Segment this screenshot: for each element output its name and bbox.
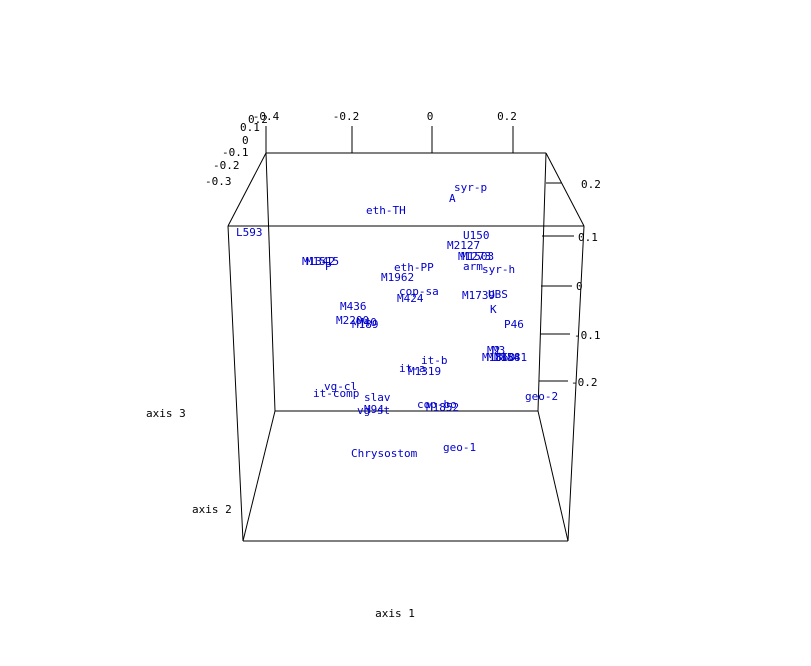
box-front-left xyxy=(227,225,244,542)
axis-3-label: axis 3 xyxy=(146,407,186,420)
point-label: M1962 xyxy=(381,271,414,284)
axis-1-label: axis 1 xyxy=(375,607,415,620)
point-label: M1319 xyxy=(408,365,441,378)
right-tick-labels: 0.2 0.1 0 -0.1 -0.2 xyxy=(571,178,601,389)
point-labels: syr-p A eth-TH L593 U150 M2127 M1273 M15… xyxy=(236,181,558,460)
box-top-left-edge xyxy=(227,152,267,227)
point-label: M3 xyxy=(492,344,505,357)
point-label: M40 xyxy=(357,316,377,329)
depth-tick-label: 0.2 xyxy=(248,113,268,126)
point-label: M1854 xyxy=(487,351,520,364)
point-label: M436 xyxy=(340,300,367,313)
point-label: cop-bo xyxy=(417,398,457,411)
point-label: geo-2 xyxy=(525,390,558,403)
top-tick-label: -0.4 xyxy=(253,110,280,123)
point-label: M1881 xyxy=(494,351,527,364)
point-label: M1503 xyxy=(461,250,494,263)
point-label: it-b xyxy=(421,354,448,367)
top-tick-label: -0.2 xyxy=(333,110,360,123)
depth-tick-label: -0.3 xyxy=(205,175,232,188)
point-label: M1739 xyxy=(462,289,495,302)
point-label: L593 xyxy=(236,226,263,239)
point-label: A xyxy=(449,192,456,205)
point-label: arm xyxy=(463,260,483,273)
point-label: M1860 xyxy=(482,351,515,364)
point-label: M2 xyxy=(487,344,500,357)
point-label: slav xyxy=(364,391,391,404)
point-label: K xyxy=(490,303,497,316)
box-back-left xyxy=(265,152,276,412)
point-label: P46 xyxy=(504,318,524,331)
right-tick-label: 0 xyxy=(576,280,583,293)
point-label: eth-TH xyxy=(366,204,406,217)
top-tick-label: 0 xyxy=(427,110,434,123)
axis-2-label: axis 2 xyxy=(192,503,232,516)
depth-tick-labels: 0.2 0.1 0 -0.1 -0.2 -0.3 xyxy=(205,113,268,188)
box-top-right-edge xyxy=(545,152,585,227)
right-tick-label: 0.1 xyxy=(578,231,598,244)
point-label: P xyxy=(325,260,332,273)
right-tick-marks xyxy=(539,182,574,382)
right-tick-label: 0.2 xyxy=(581,178,601,191)
depth-tick-label: -0.1 xyxy=(222,146,249,159)
box-front-right xyxy=(567,225,585,542)
depth-tick-label: 0 xyxy=(242,134,249,147)
depth-tick-label: 0.1 xyxy=(240,121,260,134)
point-label: M94 xyxy=(364,403,384,416)
box-bottom-left-edge xyxy=(242,410,276,542)
point-label: it-comp xyxy=(313,387,359,400)
point-label: M189 xyxy=(352,318,379,331)
point-label: M1342 xyxy=(302,255,335,268)
point-label: it-a xyxy=(399,362,426,375)
plot-box xyxy=(227,152,585,542)
point-label: M2127 xyxy=(447,239,480,252)
right-tick-label: -0.2 xyxy=(571,376,598,389)
point-label: Chrysostom xyxy=(351,447,418,460)
depth-tick-label: -0.2 xyxy=(213,159,240,172)
point-label: M1273 xyxy=(458,250,491,263)
point-label: vg-st xyxy=(357,404,390,417)
point-label: U150 xyxy=(463,229,490,242)
box-back-right xyxy=(537,152,547,412)
point-label: M424 xyxy=(397,292,424,305)
point-label: M2200 xyxy=(336,314,369,327)
point-label: vg-cl xyxy=(324,380,357,393)
right-tick-label: -0.1 xyxy=(574,329,601,342)
top-tick-marks xyxy=(265,126,514,153)
point-label: eth-PP xyxy=(394,261,434,274)
point-label: syr-h xyxy=(482,263,515,276)
box-bottom-right-edge xyxy=(537,410,569,542)
point-label: geo-1 xyxy=(443,441,476,454)
point-label: cop-sa xyxy=(399,285,439,298)
top-tick-labels: -0.4 -0.2 0 0.2 xyxy=(253,110,517,123)
top-tick-label: 0.2 xyxy=(497,110,517,123)
point-label: UBS xyxy=(488,288,508,301)
point-label: M1515 xyxy=(306,255,339,268)
point-label: M1852 xyxy=(426,401,459,414)
point-label: syr-p xyxy=(454,181,487,194)
